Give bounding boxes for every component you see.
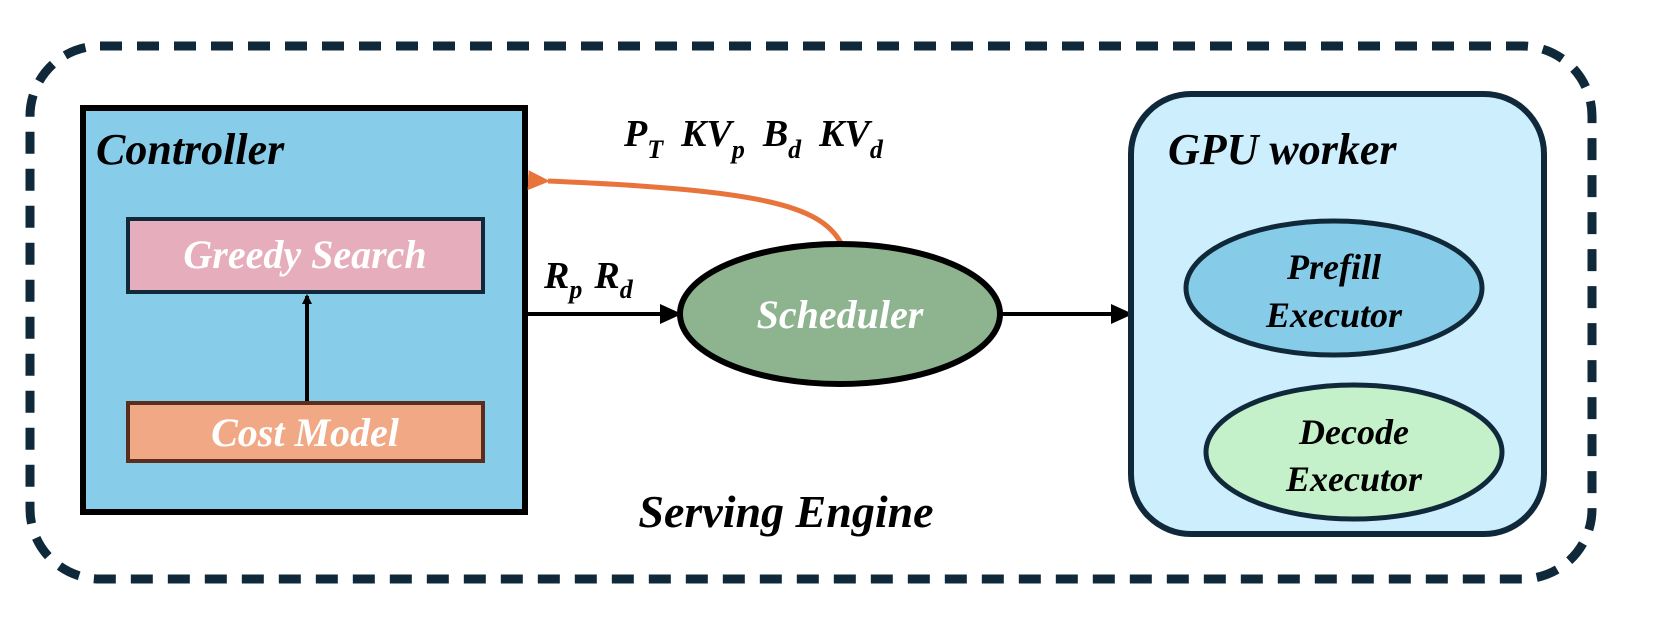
prefill-label-line2: Executor — [1265, 295, 1403, 335]
prefill-label-line1: Prefill — [1286, 247, 1381, 287]
controller-title: Controller — [96, 125, 285, 174]
controller-box: Controller Greedy Search Cost Model — [80, 105, 528, 515]
greedy-search-box — [126, 217, 485, 294]
cost-model-label: Cost Model — [211, 410, 400, 455]
scheduler-label: Scheduler — [757, 292, 924, 337]
gpu-worker-title: GPU worker — [1168, 125, 1397, 174]
scheduler-to-controller-arrow — [527, 170, 844, 245]
greedy-search-label: Greedy Search — [183, 232, 426, 277]
gpu-worker-box: GPU worker Prefill Executor Decode Execu… — [1128, 91, 1547, 537]
serving-engine-label: Serving Engine — [638, 486, 933, 537]
serving-engine-boundary — [25, 41, 1597, 584]
decode-executor-node — [1203, 382, 1505, 522]
cost-model-box — [126, 401, 485, 463]
decode-label-line1: Decode — [1298, 412, 1409, 452]
prefill-executor-node — [1183, 218, 1485, 358]
decode-label-line2: Executor — [1285, 459, 1423, 499]
